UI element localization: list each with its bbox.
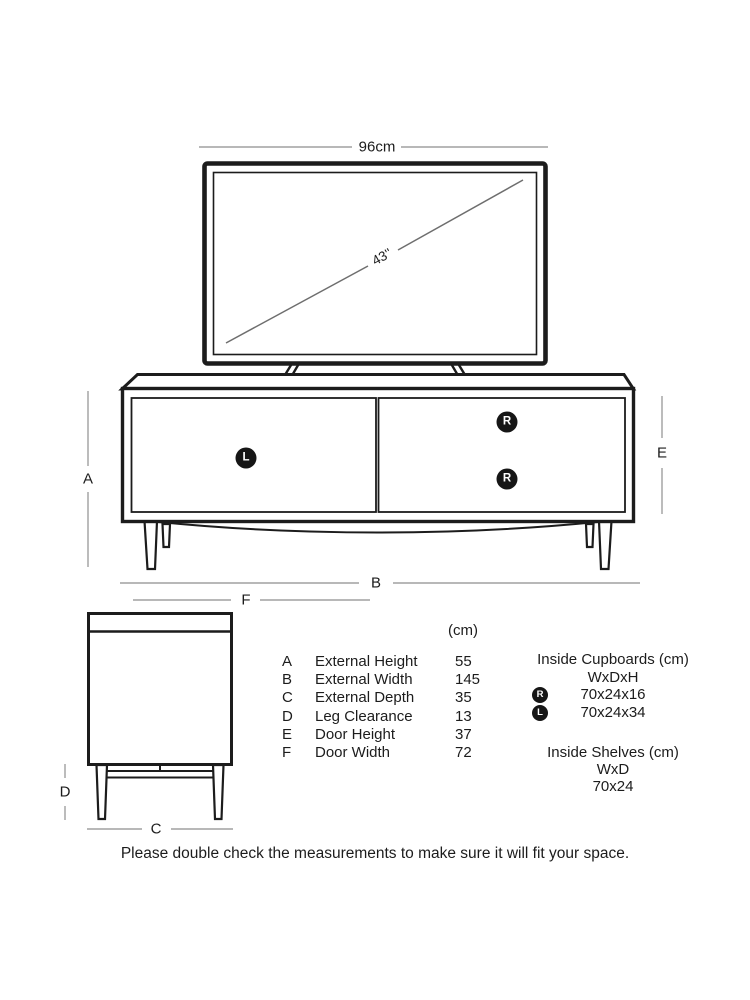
cupboard-r-badge-icon: R	[532, 687, 548, 703]
row-key: A	[282, 652, 293, 670]
row-label: External Depth	[315, 689, 415, 707]
row-value: 35	[455, 689, 472, 707]
cabinet-side-view	[87, 612, 233, 821]
dim-label-e: E	[656, 444, 668, 462]
table-row: B External Width 145	[282, 670, 508, 688]
row-value: 72	[455, 744, 472, 762]
dim-label-c: C	[150, 820, 162, 838]
dim-label-a: A	[82, 470, 94, 488]
row-label: Leg Clearance	[315, 707, 413, 725]
row-value: 37	[455, 725, 472, 743]
tv-drawing	[202, 161, 548, 386]
row-key: E	[282, 725, 293, 743]
row-label: External Width	[315, 670, 413, 688]
row-key: D	[282, 707, 293, 725]
row-key: C	[282, 689, 293, 707]
table-row: C External Depth 35	[282, 689, 508, 707]
measurement-disclaimer: Please double check the measurements to …	[120, 845, 630, 862]
table-row: E Door Height 37	[282, 725, 508, 743]
cupboard-r-size: 70x24x16	[580, 686, 646, 703]
row-label: External Height	[315, 652, 418, 670]
spec-table: A External Height 55 B External Width 14…	[282, 652, 508, 762]
table-row: F Door Width 72	[282, 743, 508, 761]
cupboard-l-badge-icon: L	[532, 705, 548, 721]
inside-shelves-size: 70x24	[592, 778, 634, 795]
table-row: A External Height 55	[282, 652, 508, 670]
row-value: 55	[455, 652, 472, 670]
dim-label-f: F	[241, 591, 251, 609]
inside-shelves-dims-header: WxD	[596, 761, 630, 778]
table-row: D Leg Clearance 13	[282, 707, 508, 725]
sideboard-front-view	[118, 373, 637, 571]
row-label: Door Height	[315, 725, 396, 743]
inside-cupboard-row-r: R 70x24x16	[505, 686, 721, 703]
row-key: B	[282, 670, 293, 688]
row-label: Door Width	[315, 744, 391, 762]
row-value: 13	[455, 707, 472, 725]
row-value: 145	[455, 670, 481, 688]
inside-cupboards-dims-header: WxDxH	[587, 669, 639, 686]
dim-label-b: B	[370, 574, 382, 592]
inside-cupboard-row-l: L 70x24x34	[505, 704, 721, 721]
inside-shelves-title: Inside Shelves (cm)	[547, 744, 679, 761]
spec-table-unit-header: (cm)	[448, 622, 478, 639]
inside-cupboards-title: Inside Cupboards (cm)	[537, 651, 689, 668]
cupboard-l-size: 70x24x34	[580, 704, 646, 721]
right-cupboard-bottom-badge-icon: R	[496, 468, 518, 490]
right-cupboard-top-badge-icon: R	[496, 411, 518, 433]
dim-label-d: D	[59, 783, 71, 801]
row-key: F	[282, 744, 292, 762]
tv-width-label: 96cm	[358, 138, 396, 156]
left-cupboard-badge-icon: L	[235, 447, 257, 469]
